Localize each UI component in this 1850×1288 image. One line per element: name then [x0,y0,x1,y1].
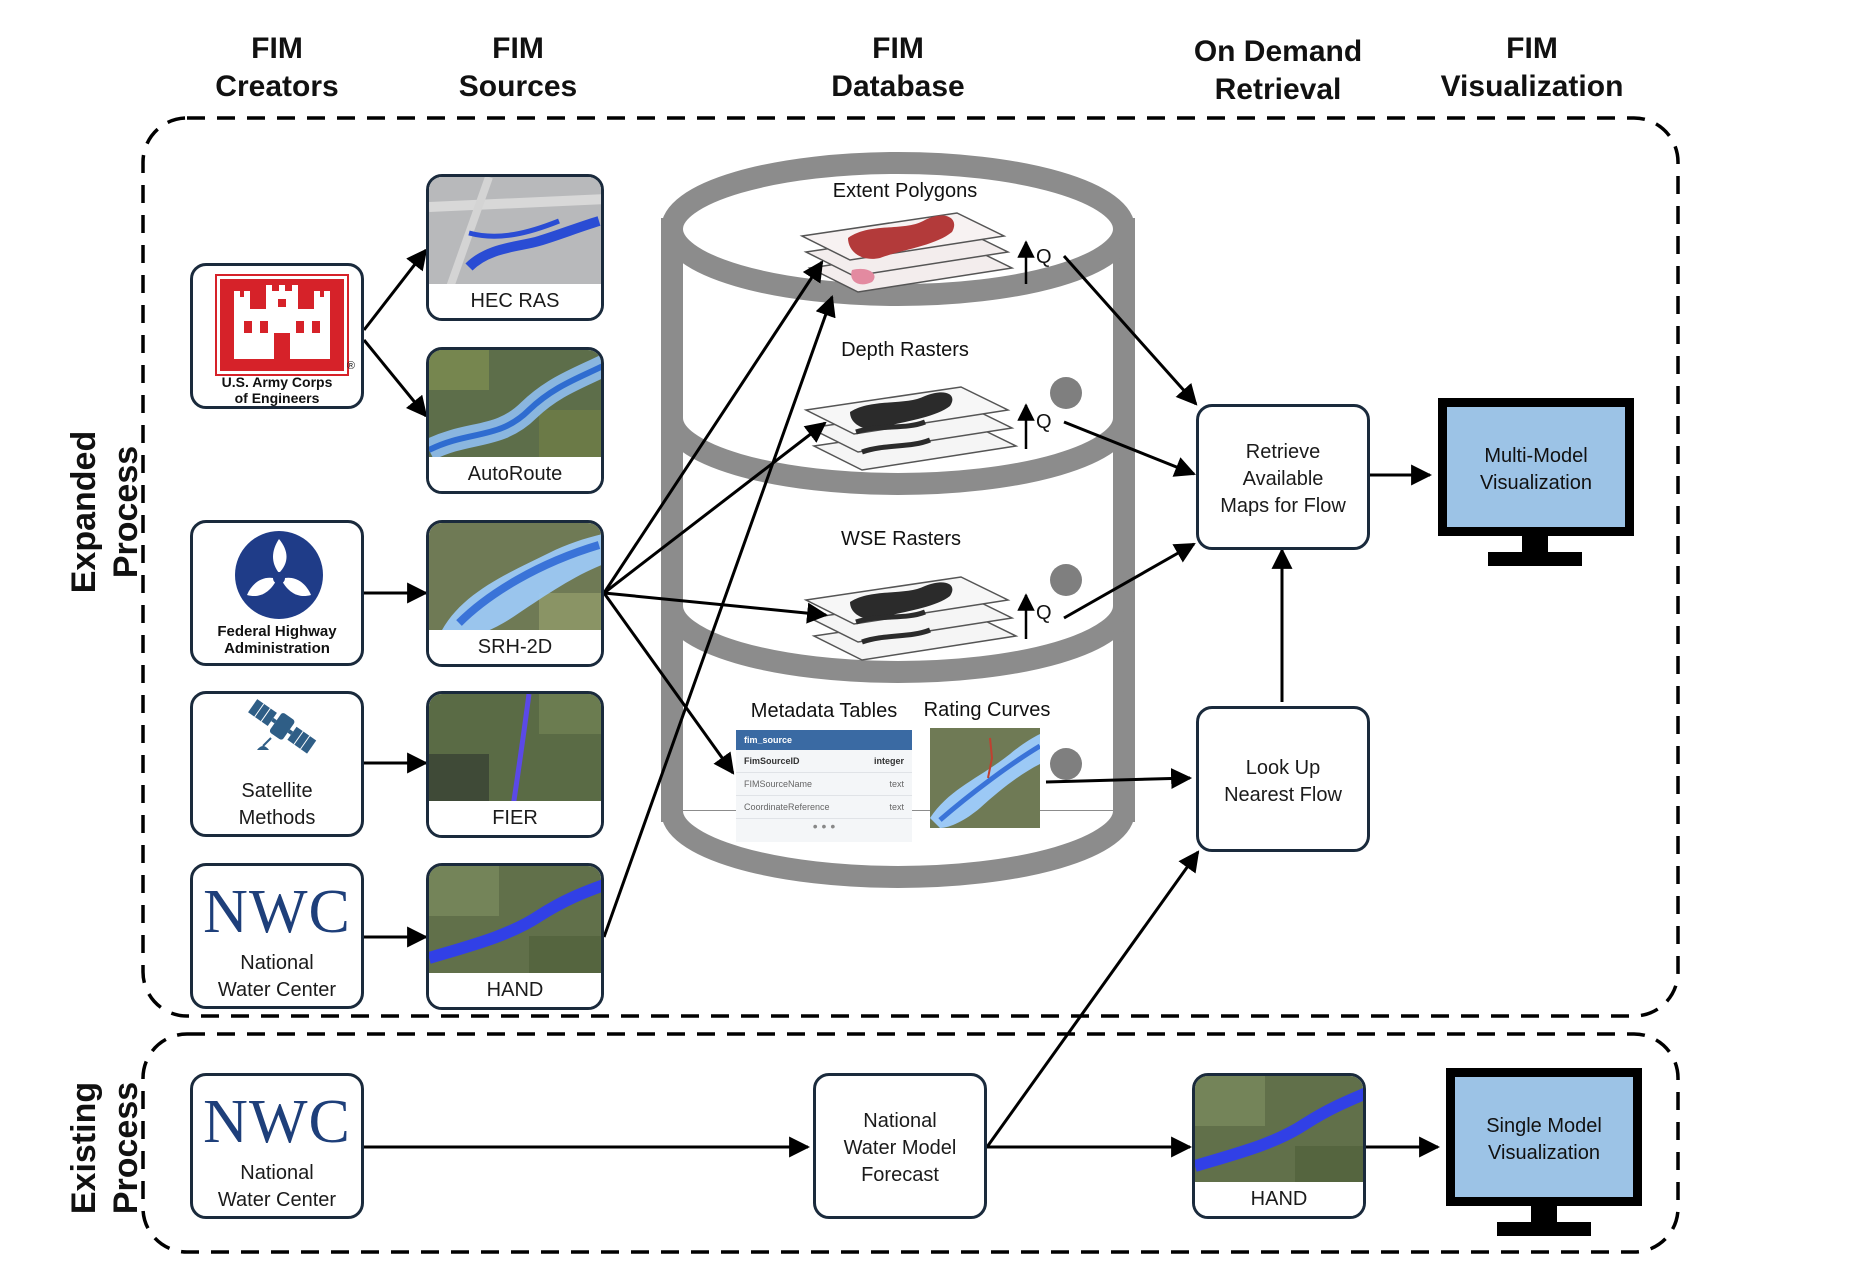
existing-hand-map [1195,1076,1363,1188]
creator-fhwa: Federal Highway Administration [190,520,364,666]
multi-model-monitor: Multi-Model Visualization [1438,398,1634,536]
existing-process-region [141,1032,1680,1254]
nwc-logo: NWC [203,1088,351,1156]
extent-polygons-label: Extent Polygons [832,180,978,202]
nwm-forecast-box: National Water Model Forecast [813,1073,987,1219]
connector-arrows [362,248,1441,1158]
usace-name: U.S. Army Corps of Engineers [221,374,333,406]
header-visualization: FIM Visualization [1440,32,1624,103]
table-row: FimSourceID integer [736,750,912,773]
hec-ras-map [429,177,601,292]
q-label-extent: Q [1036,246,1052,268]
nwc-label: National Water Center [217,1162,337,1211]
castle-logo-icon [217,276,347,374]
satellite-label: Satellite Methods [238,780,316,829]
registered-mark: ® [346,360,355,372]
fier-label: FIER [429,801,601,835]
metadata-table-title: fim_source [736,730,912,750]
wse-raster-layers [803,564,1082,661]
fhwa-logo-icon [231,529,327,621]
metadata-tables-label: Metadata Tables [750,700,898,722]
creator-usace: ® U.S. Army Corps of Engineers [190,263,364,409]
metadata-table: fim_source FimSourceID integer FIMSource… [736,730,912,842]
more-rows-indicator: • • • [812,818,836,834]
header-database: FIM Database [831,32,965,103]
expanded-process-region [141,116,1680,1018]
depth-raster-layers [803,377,1082,471]
multi-model-monitor-stand [1488,534,1582,566]
q-label-depth: Q [1036,411,1052,433]
existing-hand-label: HAND [1195,1182,1363,1216]
source-hec-ras: HEC RAS [426,174,604,321]
table-row: CoordinateReference text [736,796,912,819]
fier-map [429,694,601,808]
rating-curve-dot [1050,748,1082,780]
table-row: FIMSourceName text [736,773,912,796]
existing-hand: HAND [1192,1073,1366,1219]
single-model-monitor: Single Model Visualization [1446,1068,1642,1206]
header-creators: FIM Creators [215,32,339,103]
existing-creator-nwc: NWC National Water Center [190,1073,364,1219]
nwc-logo: NWC [203,878,351,946]
autoroute-label: AutoRoute [429,457,601,491]
header-retrieval: On Demand Retrieval [1193,35,1363,106]
hand-label: HAND [429,973,601,1007]
creator-nwc: NWC National Water Center [190,863,364,1009]
fhwa-name: Federal Highway Administration [217,623,337,657]
hand-map [429,866,601,979]
header-sources: FIM Sources [458,32,578,103]
wse-rasters-label: WSE Rasters [840,528,962,550]
source-hand: HAND [426,863,604,1010]
source-srh-2d: SRH-2D [426,520,604,667]
srh-2d-map [429,523,601,636]
source-fier: FIER [426,691,604,838]
satellite-icon [243,698,319,766]
q-label-wse: Q [1036,602,1052,624]
srh-2d-label: SRH-2D [429,630,601,664]
creator-satellite: Satellite Methods [190,691,364,837]
hec-ras-label: HEC RAS [429,284,601,318]
single-model-monitor-stand [1497,1204,1591,1236]
rating-curve-map [930,728,1042,828]
lookup-flow-box: Look Up Nearest Flow [1196,706,1370,852]
retrieve-maps-box: Retrieve Available Maps for Flow [1196,404,1370,550]
depth-rasters-label: Depth Rasters [841,339,969,361]
autoroute-map [429,350,601,463]
nwc-label: National Water Center [217,952,337,1001]
rating-curves-label: Rating Curves [923,699,1051,721]
source-autoroute: AutoRoute [426,347,604,494]
extent-polygon-layers [799,212,1015,293]
